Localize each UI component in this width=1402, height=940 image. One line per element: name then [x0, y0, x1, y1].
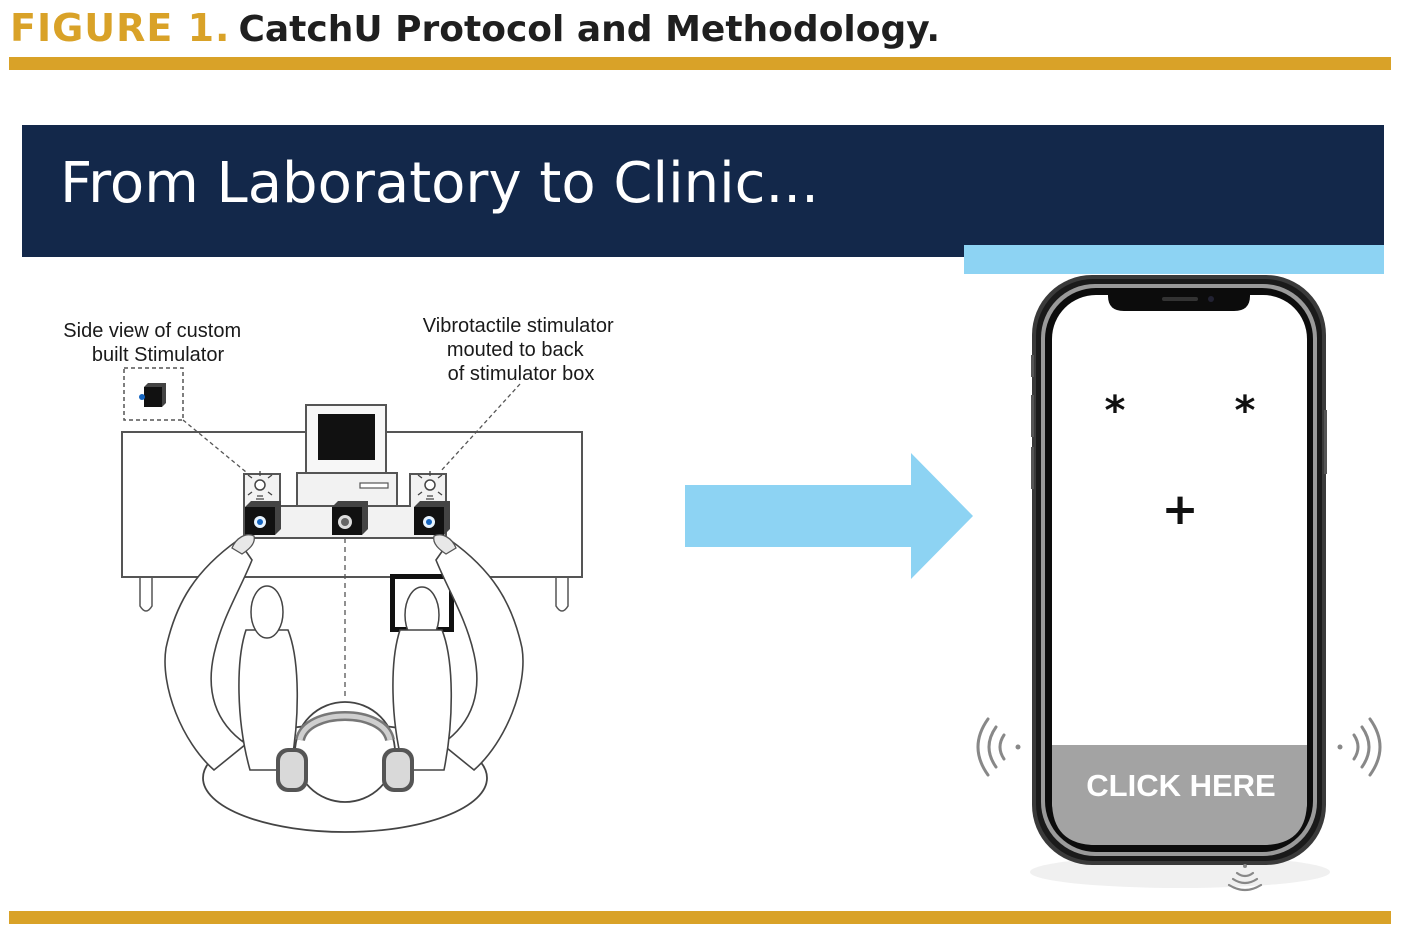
figure-number: FIGURE 1.: [10, 6, 231, 50]
left-target-asterisk: *: [1105, 388, 1126, 434]
banner-title: From Laboratory to Clinic...: [60, 151, 819, 216]
transition-arrow: [685, 453, 973, 579]
stimulator-cube-left: [245, 501, 281, 535]
left-foot: [250, 585, 284, 639]
click-here-button[interactable]: [1052, 745, 1307, 845]
vibration-icon-right: [417, 471, 443, 500]
monitor: [296, 404, 398, 507]
click-here-label: CLICK HERE: [1086, 768, 1275, 803]
left-hand: [231, 534, 255, 555]
stimulator-cube-center: [332, 501, 368, 535]
side-view-inset: [123, 367, 184, 421]
participant-head: [276, 701, 414, 803]
vibration-waves-right-icon: [1337, 717, 1382, 777]
right-arm: [435, 538, 524, 772]
right-hand: [433, 534, 457, 555]
right-target-asterisk: *: [1235, 388, 1256, 434]
side-view-stimulator: [139, 383, 166, 407]
leader-line-stimulator: [439, 383, 521, 473]
stimulator-label: Vibrotactile stimulator mouted to back o…: [423, 315, 619, 385]
top-rule: [9, 57, 1391, 70]
left-arm: [164, 538, 253, 772]
figure-header: FIGURE 1.CatchU Protocol and Methodology…: [10, 6, 940, 56]
vibration-icon-left: [247, 471, 273, 500]
stimulator-cube-right: [414, 501, 450, 535]
title-banner: From Laboratory to Clinic...: [22, 125, 1384, 257]
right-leg: [392, 629, 453, 771]
vibration-waves-left-icon: [976, 717, 1021, 777]
table-leg-left: [139, 577, 153, 612]
phone-screen: [1052, 295, 1307, 845]
banner-accent-bar: [964, 245, 1384, 274]
response-pad: [390, 574, 454, 644]
table-leg-right: [555, 577, 569, 612]
bottom-rule: [9, 911, 1391, 924]
smartphone: * * + CLICK HERE: [976, 275, 1382, 892]
vibration-waves-bottom-icon: [1227, 864, 1263, 892]
side-view-label: Side view of custom built Stimulator: [63, 320, 246, 366]
lab-illustration: Side view of custom built Stimulator Vib…: [63, 315, 619, 833]
fixation-cross: +: [1162, 484, 1199, 535]
figure-title: CatchU Protocol and Methodology.: [238, 9, 941, 50]
